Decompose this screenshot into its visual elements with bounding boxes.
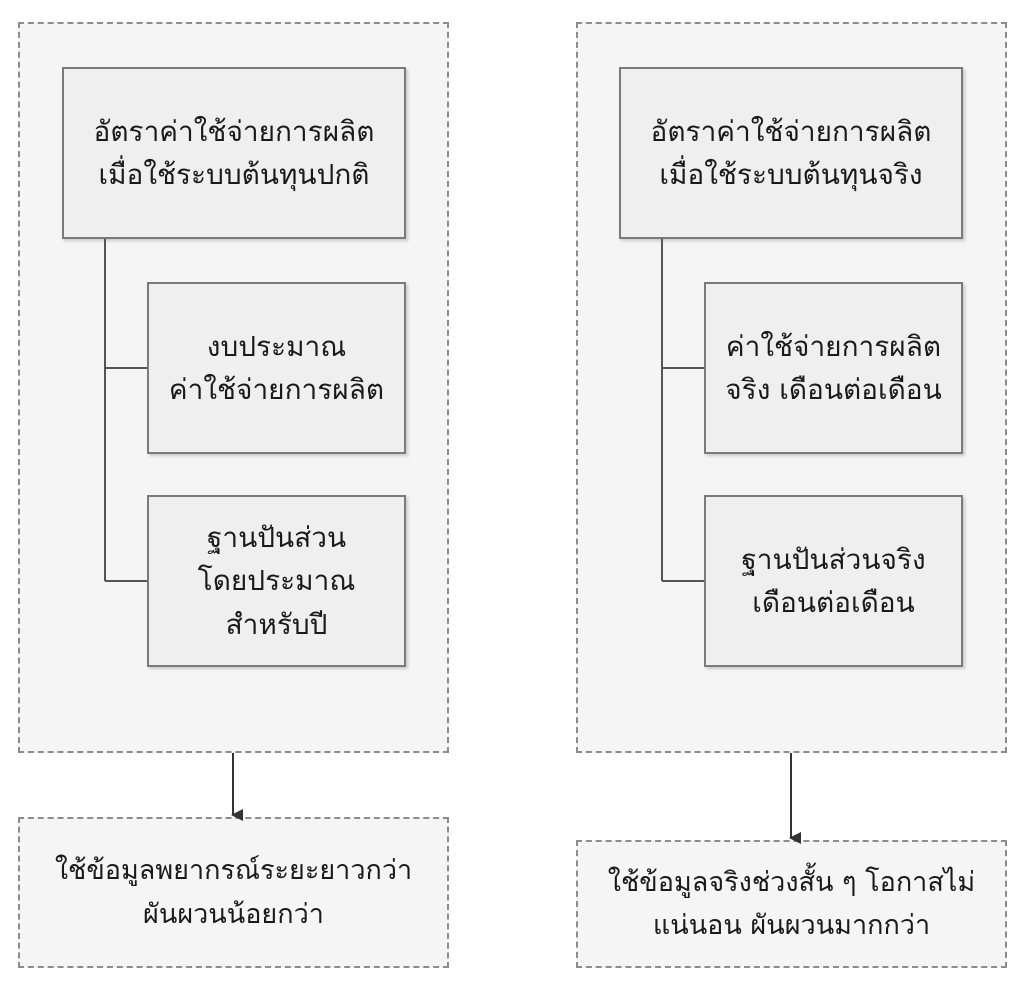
- right-sub2-box: ฐานปันส่วนจริง เดือนต่อเดือน: [704, 495, 963, 667]
- right-main-line1: อัตราค่าใช้จ่ายการผลิต: [650, 114, 932, 148]
- left-main-line2: เมื่อใช้ระบบต้นทุนปกติ: [98, 158, 370, 191]
- left-sub2-line2: โดยประมาณ: [197, 564, 356, 598]
- right-outcome-line1: ใช้ข้อมูลจริงช่วงสั้น ๆ โอกาสไม่: [607, 866, 976, 898]
- left-sub2-line1: ฐานปันส่วน: [206, 520, 347, 554]
- right-sub1-line1: ค่าใช้จ่ายการผลิต: [725, 329, 942, 363]
- left-main-line1: อัตราค่าใช้จ่ายการผลิต: [93, 114, 375, 148]
- left-outcome-box: ใช้ข้อมูลพยากรณ์ระยะยาวกว่า ผันผวนน้อยกว…: [18, 817, 449, 968]
- left-sub2-line3: สำหรับปี: [225, 607, 328, 641]
- right-outcome-line2: แน่นอน ผันผวนมากกว่า: [652, 910, 931, 941]
- left-outcome-line2: ผันผวนน้อยกว่า: [143, 898, 324, 930]
- right-main-box: อัตราค่าใช้จ่ายการผลิต เมื่อใช้ระบบต้นทุ…: [619, 67, 963, 239]
- left-main-box: อัตราค่าใช้จ่ายการผลิต เมื่อใช้ระบบต้นทุ…: [62, 67, 406, 239]
- right-outcome-box: ใช้ข้อมูลจริงช่วงสั้น ๆ โอกาสไม่ แน่นอน …: [576, 840, 1007, 968]
- right-main-line2: เมื่อใช้ระบบต้นทุนจริง: [659, 158, 923, 191]
- left-outcome-line1: ใช้ข้อมูลพยากรณ์ระยะยาวกว่า: [54, 855, 413, 887]
- left-sub2-box: ฐานปันส่วน โดยประมาณ สำหรับปี: [147, 495, 406, 667]
- right-sub2-line2: เดือนต่อเดือน: [752, 586, 915, 619]
- left-sub1-line2: ค่าใช้จ่ายการผลิต: [168, 373, 385, 406]
- left-sub1-line1: งบประมาณ: [206, 329, 347, 363]
- right-sub2-line1: ฐานปันส่วนจริง: [741, 542, 926, 576]
- left-sub1-box: งบประมาณ ค่าใช้จ่ายการผลิต: [147, 282, 406, 454]
- right-sub1-box: ค่าใช้จ่ายการผลิต จริง เดือนต่อเดือน: [704, 282, 963, 454]
- right-sub1-line2: จริง เดือนต่อเดือน: [725, 373, 942, 406]
